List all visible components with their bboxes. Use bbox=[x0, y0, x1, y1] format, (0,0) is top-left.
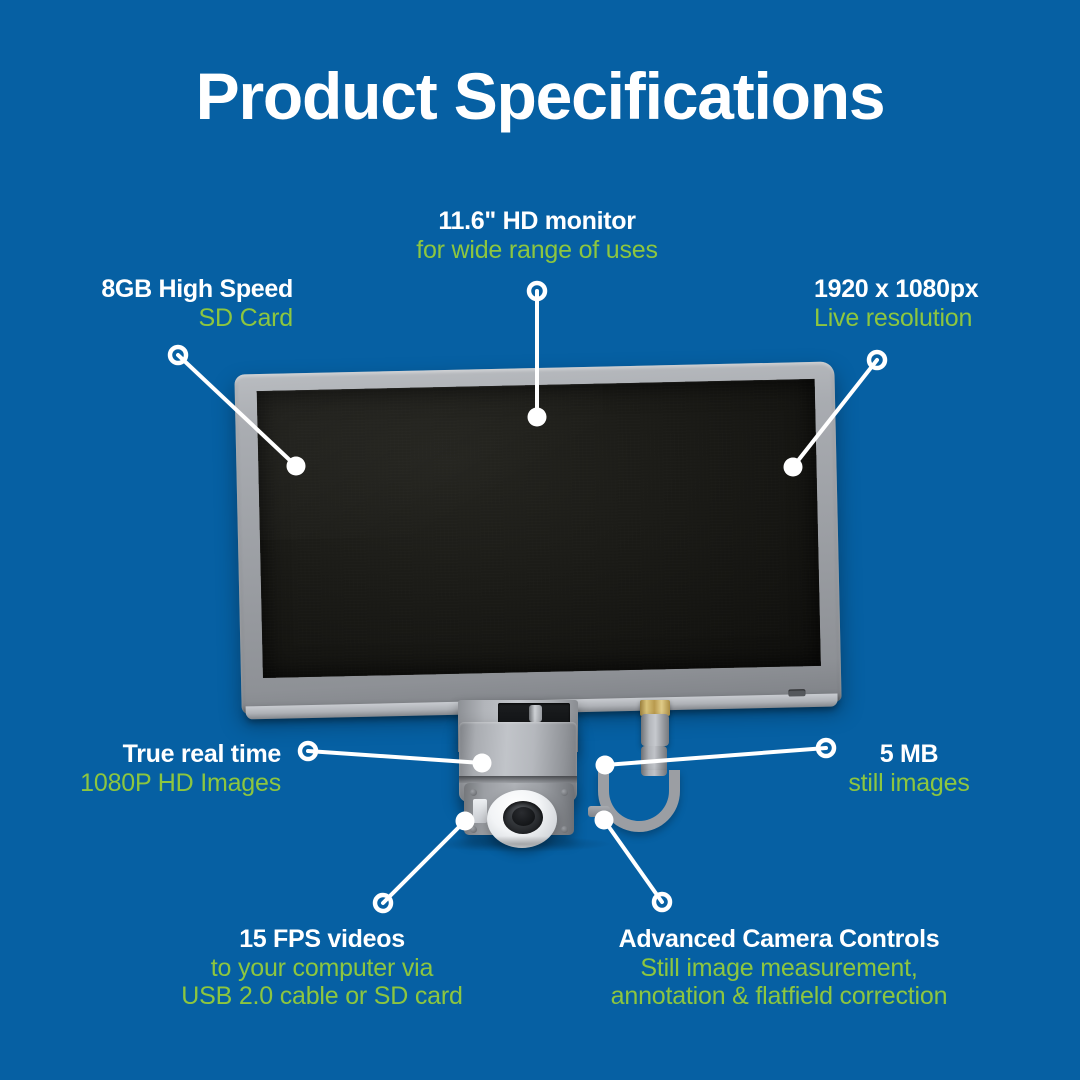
callout-title: 5 MB bbox=[879, 740, 939, 768]
callout-still-images: 5 MB still images bbox=[838, 740, 980, 797]
callout-title: 11.6" HD monitor bbox=[438, 207, 636, 235]
callout-real-time: True real time 1080P HD Images bbox=[0, 740, 281, 797]
callout-subtitle: for wide range of uses bbox=[416, 235, 658, 264]
neck-screw bbox=[529, 705, 542, 722]
camera-screw bbox=[470, 789, 477, 796]
callout-subtitle: Still image measurement, bbox=[640, 953, 918, 982]
callout-title: True real time bbox=[122, 740, 282, 768]
callout-title: 8GB High Speed bbox=[101, 275, 293, 303]
callout-subtitle-line2: USB 2.0 cable or SD card bbox=[181, 982, 463, 1010]
lens-inner-barrel bbox=[512, 807, 535, 826]
cable-segment-upper bbox=[641, 714, 669, 746]
camera-screw bbox=[561, 789, 568, 796]
page-title: Product Specifications bbox=[195, 59, 886, 133]
callout-fps-videos: 15 FPS videos to your computer via USB 2… bbox=[122, 925, 522, 1011]
callout-subtitle-line2: annotation & flatfield correction bbox=[610, 982, 948, 1010]
callout-subtitle: Live resolution bbox=[814, 303, 973, 332]
callout-subtitle: still images bbox=[848, 768, 970, 797]
monitor-screen bbox=[256, 378, 821, 679]
camera-label-sticker bbox=[473, 799, 487, 823]
camera-screw bbox=[470, 826, 477, 833]
callout-subtitle: SD Card bbox=[198, 303, 294, 332]
callout-sd-card: 8GB High Speed SD Card bbox=[0, 275, 293, 332]
product-shadow bbox=[430, 836, 610, 852]
screen-glare bbox=[256, 383, 606, 541]
monitor-port bbox=[788, 689, 806, 697]
callout-camera-controls: Advanced Camera Controls Still image mea… bbox=[558, 925, 1000, 1011]
camera-seam bbox=[459, 776, 577, 783]
callout-live-resolution: 1920 x 1080px Live resolution bbox=[814, 275, 1080, 332]
callout-subtitle: 1080P HD Images bbox=[80, 768, 281, 797]
callout-title: Advanced Camera Controls bbox=[618, 925, 940, 953]
cable-connector-contacts bbox=[640, 700, 670, 716]
monitor bbox=[234, 361, 842, 720]
callout-title: 1920 x 1080px bbox=[814, 275, 979, 303]
cable-tail bbox=[588, 806, 610, 817]
callout-title: 15 FPS videos bbox=[239, 925, 405, 953]
flex-cable-loop bbox=[598, 770, 680, 832]
camera-screw bbox=[561, 826, 568, 833]
callout-subtitle: to your computer via bbox=[210, 953, 434, 982]
callout-hd-monitor: 11.6" HD monitor for wide range of uses bbox=[337, 207, 737, 264]
